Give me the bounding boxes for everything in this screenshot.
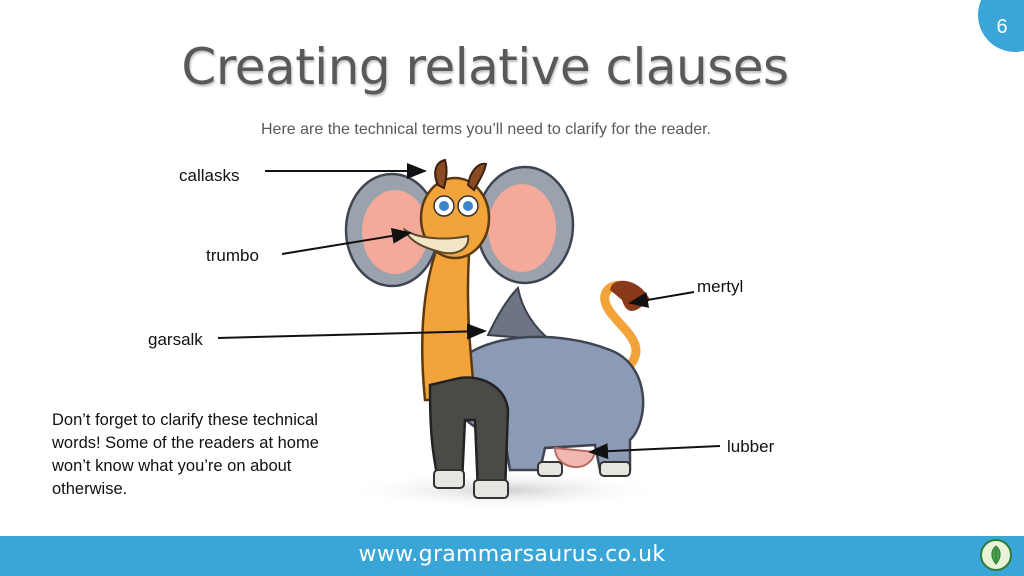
creature-front-legs (428, 376, 510, 494)
footer-bar: www.grammarsaurus.co.uk (0, 536, 1024, 576)
slide-title: Creating relative clauses (181, 38, 789, 96)
back-hoof-right (599, 461, 631, 477)
label-lubber: lubber (727, 437, 775, 456)
creature-neck (420, 238, 477, 402)
arrow-mertyl (628, 291, 695, 308)
dinosaur-leaf-icon (991, 545, 1001, 565)
label-trumbo: trumbo (206, 246, 259, 265)
creature-horn-left (434, 158, 448, 190)
creature-fin (486, 285, 554, 342)
page-number: 6 (996, 16, 1008, 38)
label-mertyl: mertyl (697, 277, 744, 296)
grammarsaurus-logo-icon (980, 539, 1012, 571)
creature-trunk (402, 227, 470, 255)
arrow-trumbo (281, 228, 412, 255)
arrow-lubber (588, 443, 721, 460)
footer-url[interactable]: www.grammarsaurus.co.uk (358, 542, 666, 567)
slide-subtitle: Here are the technical terms you’ll need… (261, 121, 711, 138)
front-hoof-right (473, 479, 509, 499)
front-hoof-left (433, 469, 465, 489)
creature-horn-right (466, 162, 488, 192)
back-hoof-left (537, 461, 563, 477)
reminder-note: Don’t forget to clarify these technical … (52, 411, 319, 498)
label-garsalk: garsalk (148, 330, 203, 349)
tail-tuft (610, 280, 650, 311)
label-callasks: callasks (179, 166, 240, 185)
arrow-garsalk (217, 323, 487, 340)
